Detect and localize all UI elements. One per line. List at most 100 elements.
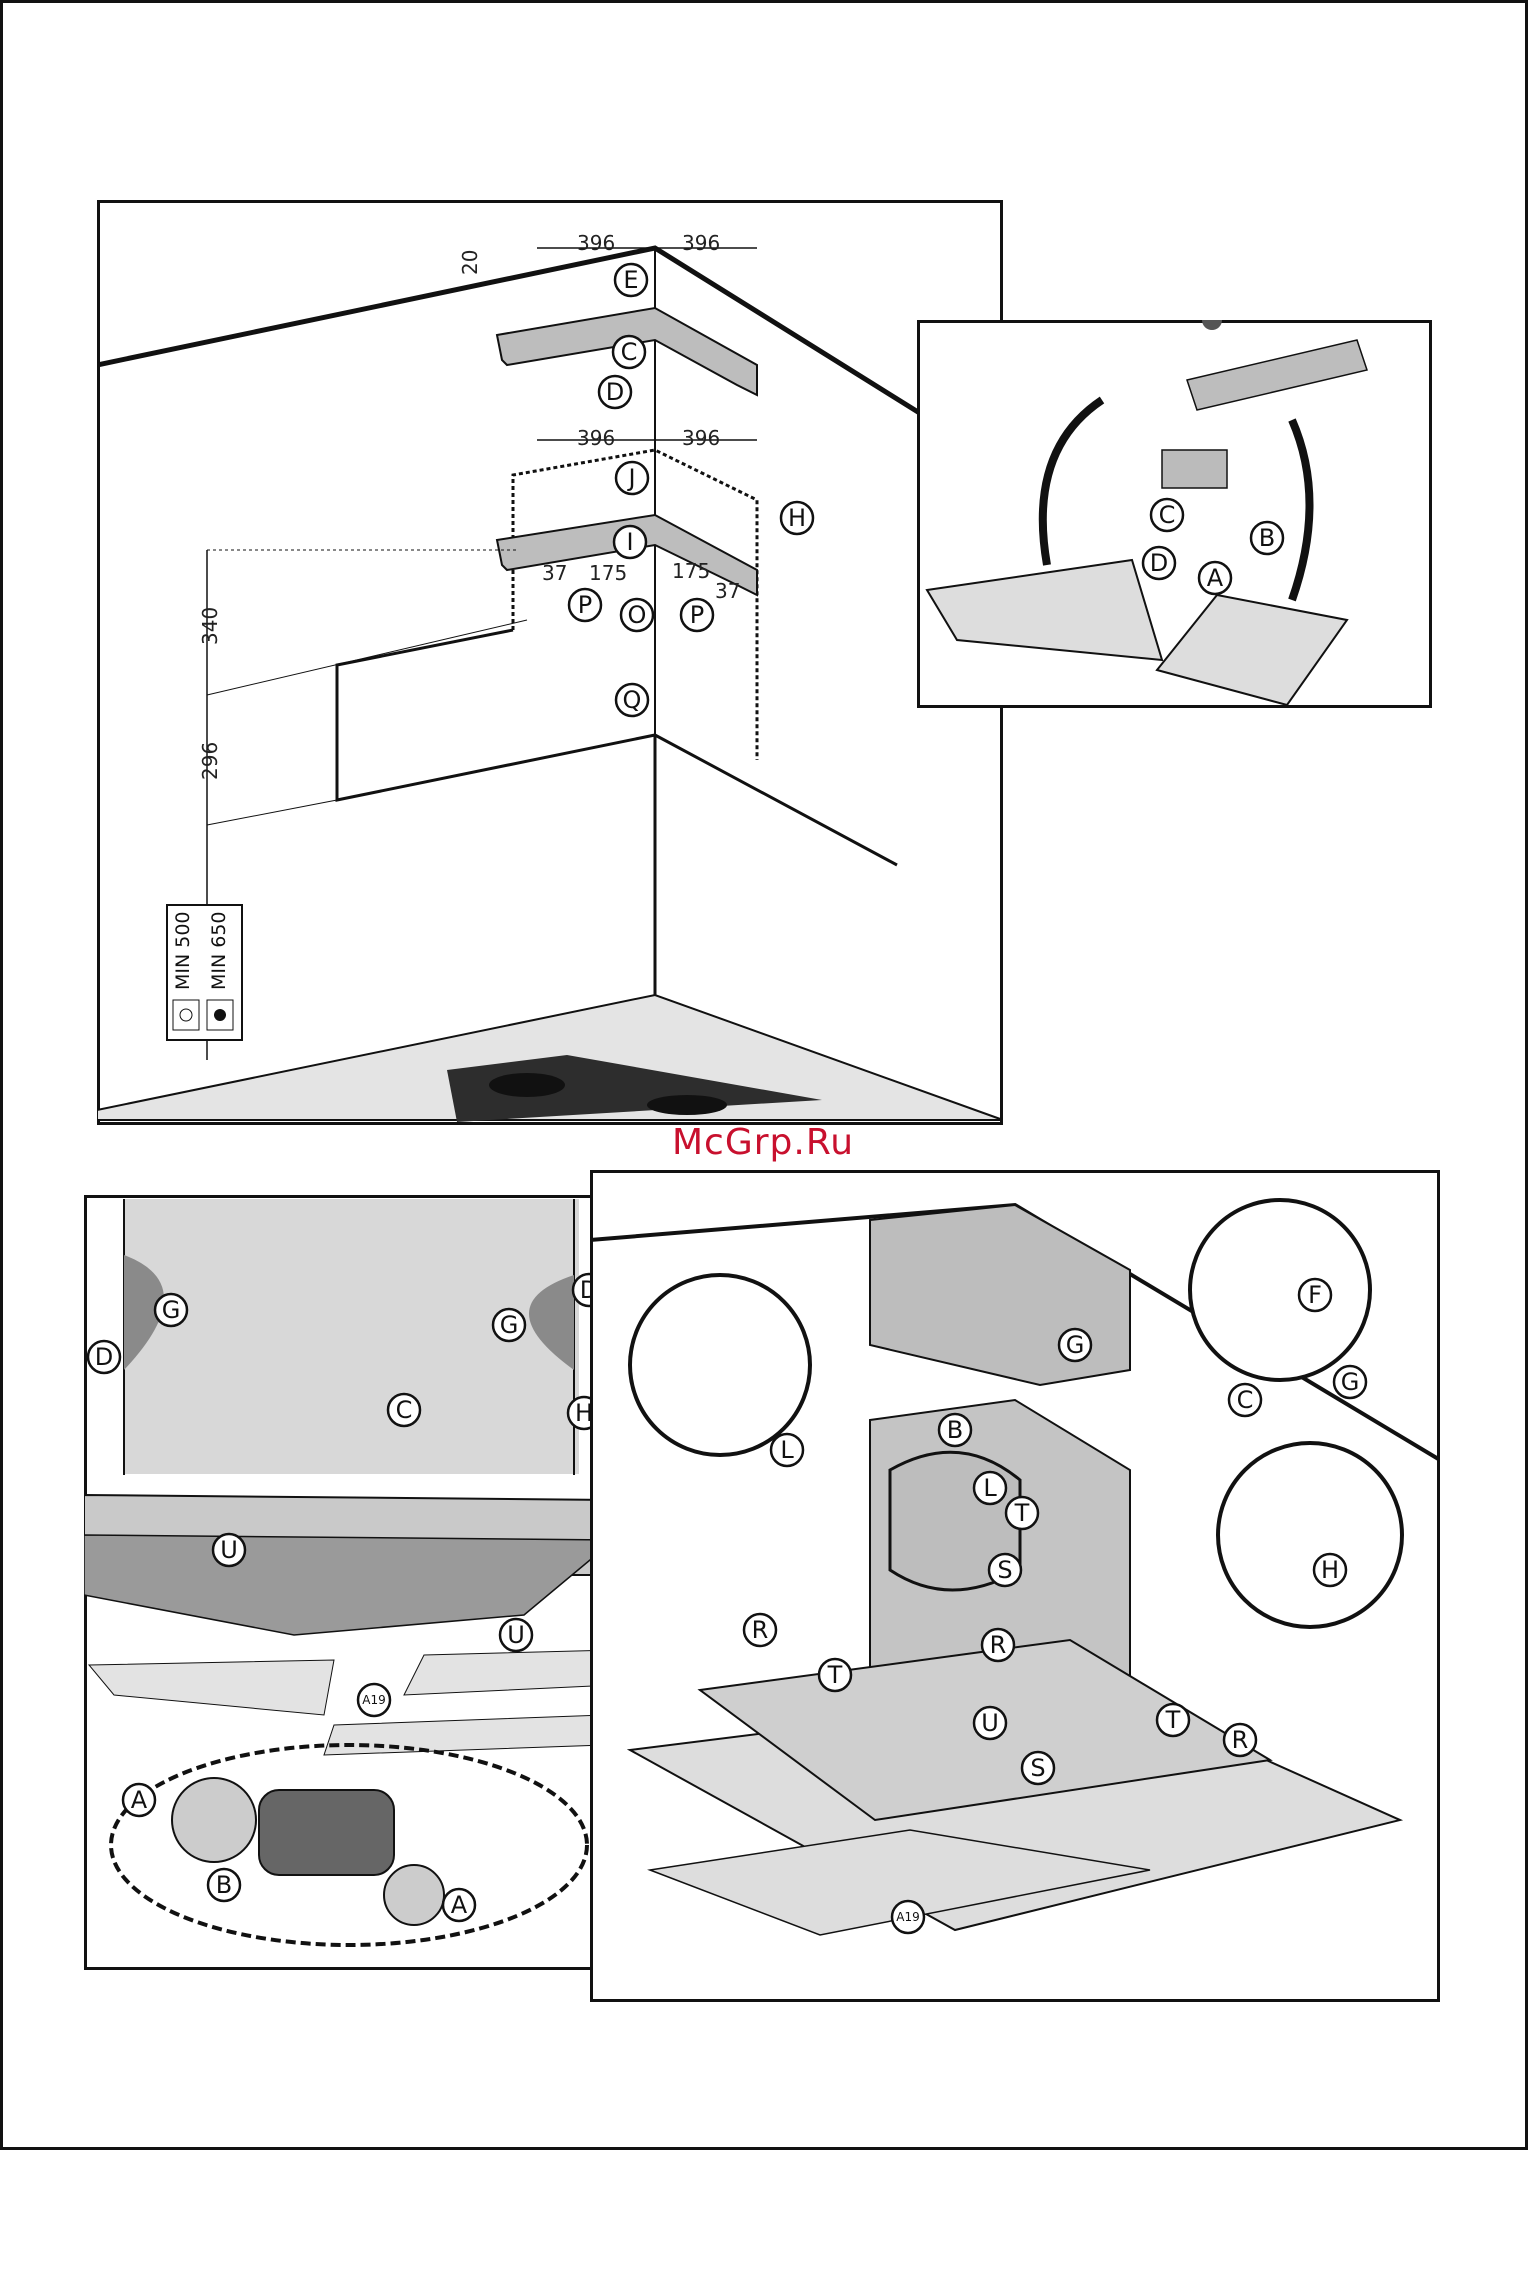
svg-text:A: A: [131, 1786, 148, 1814]
label-a: A: [1199, 562, 1231, 594]
panel-motor-filters: G D G D C H U U A19 A B A: [84, 1195, 614, 1970]
filter-cartridge-icon: [384, 1865, 444, 1925]
watermark: McGrp.Ru: [672, 1122, 854, 1163]
label-u-bottom: U: [500, 1619, 532, 1651]
label-d: D: [1143, 547, 1175, 579]
label-j: J: [616, 462, 648, 494]
svg-text:G: G: [1341, 1368, 1360, 1396]
label-o: O: [621, 599, 653, 631]
label-l-detail: L: [771, 1434, 803, 1466]
panel-bracket-dimensions: 396 396 20 396 396 175 175 37 37 340 296…: [97, 200, 1003, 1125]
svg-text:R: R: [990, 1631, 1007, 1659]
label-r-center: R: [982, 1629, 1014, 1661]
label-p-right: P: [681, 599, 713, 631]
label-s-bottom: S: [1022, 1752, 1054, 1784]
dim-vertical-20: 20: [458, 250, 482, 275]
svg-text:C: C: [1237, 1386, 1254, 1414]
label-b: B: [939, 1414, 971, 1446]
svg-text:C: C: [621, 338, 638, 366]
dim-37-right: 37: [715, 579, 740, 603]
label-q: Q: [616, 684, 648, 716]
svg-text:S: S: [997, 1556, 1012, 1584]
svg-text:G: G: [1066, 1331, 1085, 1359]
svg-text:A19: A19: [896, 1910, 919, 1924]
label-g-detail: G: [1334, 1366, 1366, 1398]
label-b: B: [208, 1869, 240, 1901]
svg-text:D: D: [95, 1343, 113, 1371]
svg-text:L: L: [780, 1436, 794, 1464]
svg-text:G: G: [500, 1311, 519, 1339]
label-t-top: T: [1006, 1497, 1038, 1529]
label-a-right: A: [443, 1889, 475, 1921]
dim-37-left: 37: [542, 561, 567, 585]
svg-text:R: R: [752, 1616, 769, 1644]
label-f: F: [1299, 1279, 1331, 1311]
svg-text:O: O: [628, 601, 647, 629]
label-u-top: U: [213, 1534, 245, 1566]
label-u: U: [974, 1707, 1006, 1739]
svg-text:A: A: [1207, 564, 1224, 592]
label-a19: A19: [892, 1901, 924, 1933]
filter-cartridge-icon: [172, 1778, 256, 1862]
dim-296: 296: [198, 742, 222, 780]
svg-text:C: C: [1159, 501, 1176, 529]
label-t-right: T: [1157, 1704, 1189, 1736]
svg-text:J: J: [626, 464, 635, 492]
label-h: H: [781, 502, 813, 534]
label-r-right: R: [1224, 1724, 1256, 1756]
svg-text:B: B: [216, 1871, 232, 1899]
dim-175-right: 175: [672, 559, 710, 583]
label-g-top: G: [1059, 1329, 1091, 1361]
svg-text:D: D: [1150, 549, 1168, 577]
svg-text:G: G: [162, 1296, 181, 1324]
label-e: E: [615, 264, 647, 296]
svg-text:R: R: [1232, 1726, 1249, 1754]
svg-text:L: L: [983, 1474, 997, 1502]
dim-top-right: 396: [682, 231, 720, 255]
panel-filter-detail: C B D A: [917, 320, 1432, 708]
label-r-left: R: [744, 1614, 776, 1646]
svg-text:T: T: [1165, 1706, 1181, 1734]
svg-text:T: T: [1014, 1499, 1030, 1527]
svg-text:T: T: [827, 1661, 843, 1689]
svg-text:H: H: [788, 504, 806, 532]
motor-icon: [259, 1790, 394, 1875]
svg-text:F: F: [1308, 1281, 1322, 1309]
svg-text:B: B: [947, 1416, 963, 1444]
svg-text:B: B: [1259, 524, 1275, 552]
label-c: C: [1229, 1384, 1261, 1416]
dim-mid-right: 396: [682, 426, 720, 450]
svg-text:U: U: [220, 1536, 238, 1564]
svg-text:A19: A19: [362, 1693, 385, 1707]
svg-text:H: H: [1321, 1556, 1339, 1584]
svg-text:U: U: [507, 1621, 525, 1649]
label-l: L: [974, 1472, 1006, 1504]
dim-top-left: 396: [577, 231, 615, 255]
label-s-top: S: [989, 1554, 1021, 1586]
label-c: C: [613, 336, 645, 368]
svg-text:P: P: [578, 591, 592, 619]
svg-text:S: S: [1030, 1754, 1045, 1782]
svg-text:I: I: [626, 528, 633, 556]
label-t-left: T: [819, 1659, 851, 1691]
svg-text:C: C: [396, 1396, 413, 1424]
dim-340: 340: [198, 607, 222, 645]
svg-text:D: D: [606, 378, 624, 406]
svg-text:U: U: [981, 1709, 999, 1737]
label-c: C: [388, 1394, 420, 1426]
label-i: I: [614, 526, 646, 558]
panel-chimney-assembly: G F C G B L L T S H R R T U T R S A19: [590, 1170, 1440, 2002]
label-d-left: D: [88, 1341, 120, 1373]
svg-text:Q: Q: [623, 686, 642, 714]
min-distance-electric: MIN 650: [208, 911, 230, 990]
label-a-left: A: [123, 1784, 155, 1816]
svg-text:P: P: [690, 601, 704, 629]
label-g-right: G: [493, 1309, 525, 1341]
dim-175-left: 175: [589, 561, 627, 585]
dim-mid-left: 396: [577, 426, 615, 450]
min-distance-gas: MIN 500: [172, 911, 194, 990]
label-b: B: [1251, 522, 1283, 554]
svg-text:E: E: [623, 266, 638, 294]
svg-text:A: A: [451, 1891, 468, 1919]
label-p-left: P: [569, 589, 601, 621]
